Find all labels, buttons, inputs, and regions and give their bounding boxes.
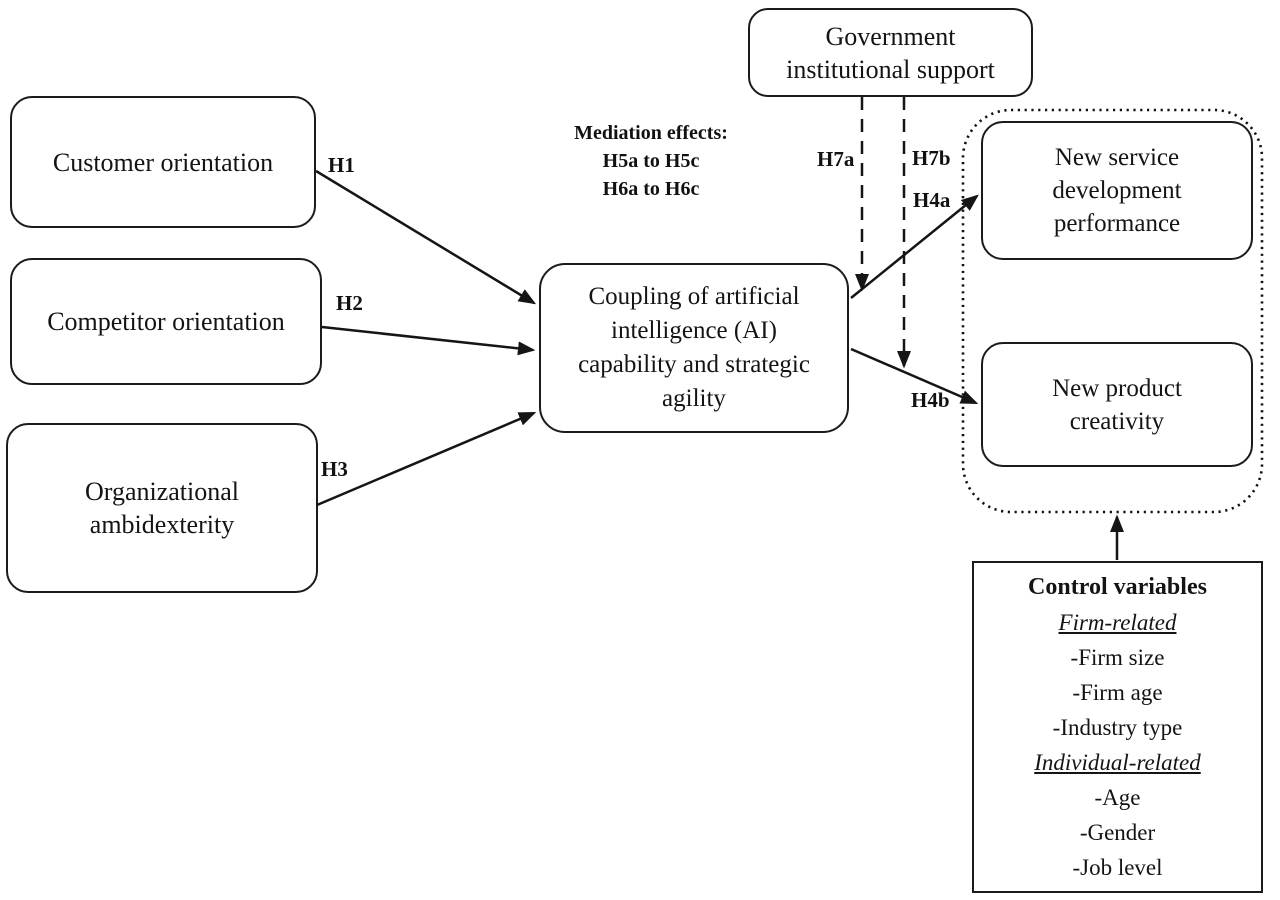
node-label-new-service-development: New service development performance <box>1052 144 1182 237</box>
arrow-h2 <box>321 325 536 356</box>
node-new-service-development: New service development performance <box>981 121 1253 260</box>
arrow-h1 <box>315 169 537 305</box>
node-customer-orientation: Customer orientation <box>10 96 316 228</box>
edge-label-h7b: H7b <box>912 146 951 170</box>
edge-label-h4a: H4a <box>913 188 951 212</box>
node-ai-coupling: Coupling of artificial intelligence (AI)… <box>539 263 849 433</box>
control-section-heading-firm: Firm-related <box>1058 609 1177 635</box>
control-item: -Firm size <box>1070 644 1165 670</box>
node-new-product-creativity: New product creativity <box>981 342 1253 467</box>
mediation-note-line: H5a to H5c <box>602 150 700 172</box>
edge-label-h1: H1 <box>328 153 355 177</box>
node-organizational-ambidexterity: Organizational ambidexterity <box>6 423 318 593</box>
node-competitor-orientation: Competitor orientation <box>10 258 322 385</box>
control-item: -Gender <box>1079 819 1156 845</box>
node-label-government-support: Government institutional support <box>786 21 995 84</box>
edge-label-h2: H2 <box>336 291 363 315</box>
edge-label-h3: H3 <box>321 457 348 481</box>
mediation-note-title: Mediation effects: <box>574 122 728 144</box>
control-item: -Firm age <box>1072 679 1163 705</box>
control-section-heading-individual: Individual-related <box>1034 749 1201 775</box>
mediation-note-line: H6a to H6c <box>602 178 700 200</box>
control-item: -Job level <box>1072 854 1163 880</box>
node-government-support: Government institutional support <box>748 8 1033 97</box>
edge-label-h4b: H4b <box>911 388 950 412</box>
arrow-h3 <box>316 411 537 507</box>
node-label-ai-coupling: Coupling of artificial intelligence (AI)… <box>578 283 810 412</box>
node-label-competitor-orientation: Competitor orientation <box>47 307 285 336</box>
node-label-organizational-ambidexterity: Organizational ambidexterity <box>84 477 240 539</box>
control-item: -Industry type <box>1052 714 1183 740</box>
control-variables-box: Control variables Firm-related -Firm siz… <box>972 561 1263 893</box>
control-item: -Age <box>1094 784 1141 810</box>
mediation-note: Mediation effects: H5a to H5c H6a to H6c <box>545 119 757 203</box>
node-label-new-product-creativity: New product creativity <box>1052 374 1182 435</box>
control-variables-title: Control variables <box>1028 573 1207 600</box>
edge-label-h7a: H7a <box>817 147 855 171</box>
node-label-customer-orientation: Customer orientation <box>52 147 274 177</box>
